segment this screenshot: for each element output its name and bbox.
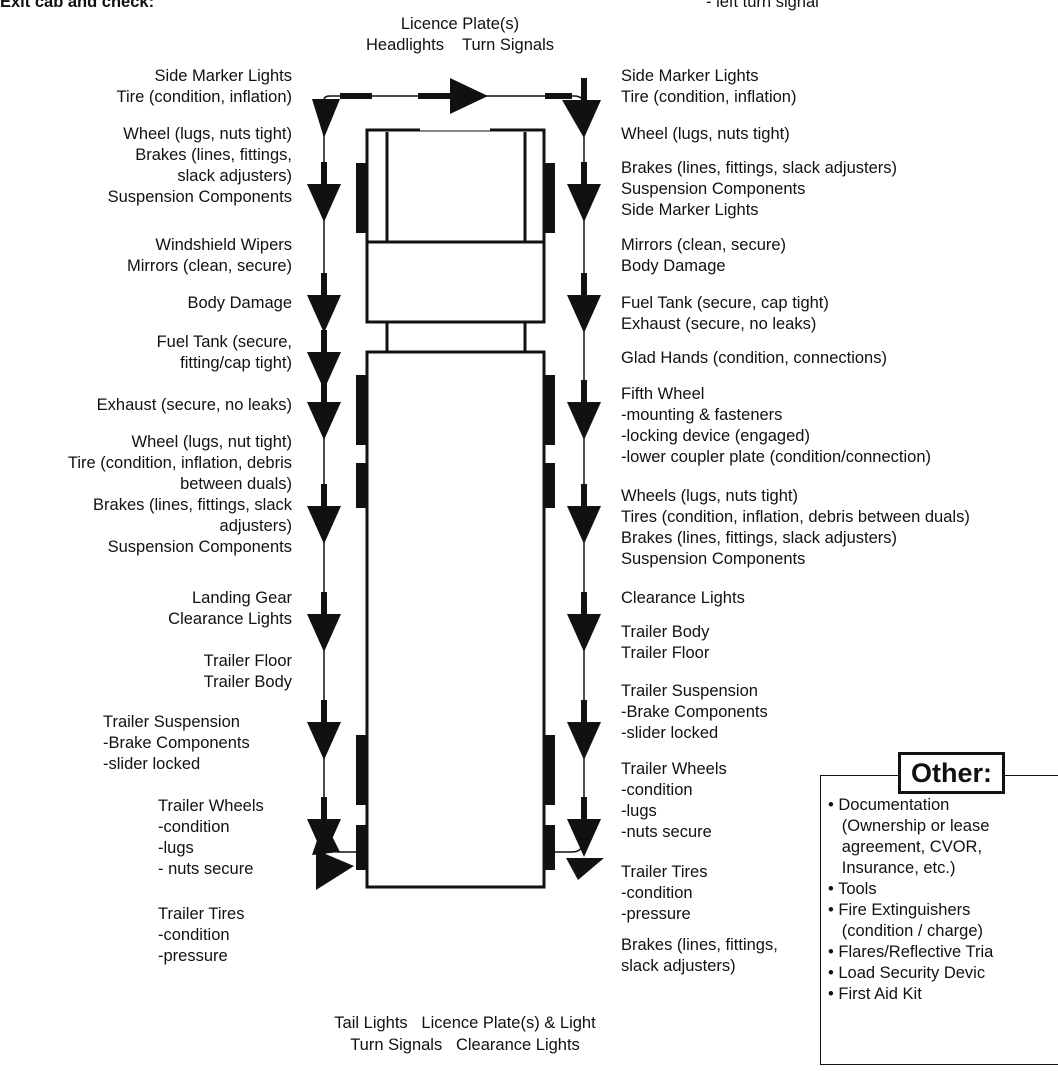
front-label-line1: Licence Plate(s) <box>400 15 520 33</box>
right-check-item: Trailer Wheels -condition -lugs -nuts se… <box>621 760 727 841</box>
right-arrow <box>450 78 488 114</box>
down-arrow <box>567 295 601 333</box>
down-arrow <box>307 722 341 760</box>
down-arrow <box>307 184 341 222</box>
rear-label-line2: Turn Signals Clearance Lights <box>350 1036 580 1054</box>
left-check-item: Side Marker Lights Tire (condition, infl… <box>116 67 292 106</box>
right-check-item: Fuel Tank (secure, cap tight) Exhaust (s… <box>621 294 829 333</box>
left-check-item: Trailer Wheels -condition -lugs - nuts s… <box>158 797 264 878</box>
other-title: Other: <box>898 752 1005 794</box>
right-check-item: Clearance Lights <box>621 589 745 607</box>
down-arrow <box>567 506 601 544</box>
down-arrow <box>307 614 341 652</box>
trailer-outline <box>365 350 546 889</box>
left-check-item: Wheel (lugs, nuts tight) Brakes (lines, … <box>107 125 292 206</box>
wheel-blocks <box>356 163 555 870</box>
right-check-item: Trailer Body Trailer Floor <box>621 623 710 662</box>
corner-up-arrow <box>312 820 340 855</box>
left-check-item: Trailer Floor Trailer Body <box>203 652 292 691</box>
route-arrows <box>307 78 604 890</box>
corner-down-arrow <box>562 100 598 138</box>
down-arrow <box>307 402 341 440</box>
right-check-item: Side Marker Lights Tire (condition, infl… <box>621 67 797 106</box>
right-check-item: Trailer Tires -condition -pressure <box>621 863 708 923</box>
left-check-item: Wheel (lugs, nut tight) Tire (condition,… <box>67 433 292 556</box>
down-arrow <box>307 506 341 544</box>
left-check-item: Fuel Tank (secure, fitting/cap tight) <box>156 333 292 372</box>
right-check-item: Mirrors (clean, secure) Body Damage <box>621 236 787 275</box>
down-arrow <box>307 352 341 390</box>
corner-down-arrow <box>312 99 340 138</box>
corner-left-arrow <box>566 858 604 880</box>
exit-cab-label: Exit cab and check: <box>0 0 155 11</box>
corner-up-arrow <box>316 850 354 890</box>
down-arrow <box>307 295 341 333</box>
right-top-fragment: - left turn signal <box>706 0 819 11</box>
other-items-list: • Documentation (Ownership or lease agre… <box>828 796 994 1003</box>
left-check-item: Exhaust (secure, no leaks) <box>96 396 292 414</box>
down-arrow <box>567 722 601 760</box>
right-check-item: Glad Hands (condition, connections) <box>621 349 887 367</box>
right-check-item: Brakes (lines, fittings, slack adjusters… <box>621 936 778 975</box>
right-check-item: Wheel (lugs, nuts tight) <box>621 125 790 143</box>
down-arrow <box>567 819 601 857</box>
rear-label-line1: Tail Lights Licence Plate(s) & Light <box>334 1014 596 1032</box>
down-arrow <box>567 614 601 652</box>
right-check-item: Brakes (lines, fittings, slack adjusters… <box>621 159 898 219</box>
right-check-item: Wheels (lugs, nuts tight) Tires (conditi… <box>621 487 970 568</box>
down-arrow <box>567 402 601 440</box>
front-label-line2: Headlights Turn Signals <box>365 36 555 54</box>
right-check-item: Trailer Suspension -Brake Components -sl… <box>621 682 768 742</box>
left-check-item: Windshield Wipers Mirrors (clean, secure… <box>126 236 292 275</box>
left-check-item: Landing Gear Clearance Lights <box>168 589 292 628</box>
right-check-item: Fifth Wheel -mounting & fasteners -locki… <box>621 385 932 466</box>
left-check-item: Trailer Suspension -Brake Components -sl… <box>103 713 250 773</box>
left-check-item: Body Damage <box>187 294 292 312</box>
left-check-item: Trailer Tires -condition -pressure <box>158 905 245 965</box>
tractor-unit <box>365 128 546 352</box>
down-arrow <box>567 184 601 222</box>
